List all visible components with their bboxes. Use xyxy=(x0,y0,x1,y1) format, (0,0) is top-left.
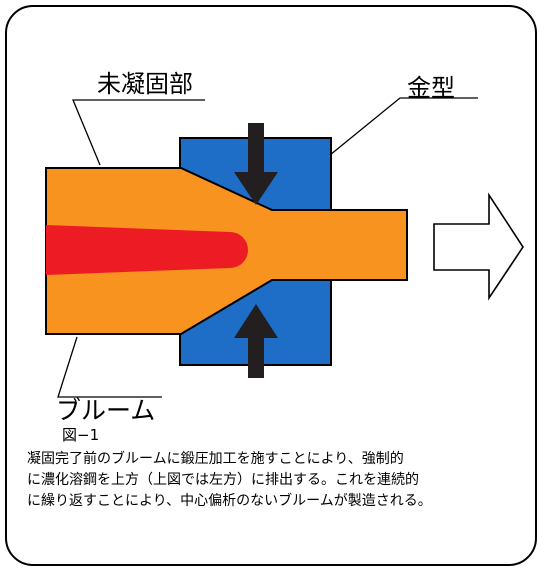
press-arrow-up xyxy=(234,304,278,378)
figure-frame xyxy=(5,5,537,566)
caption-line-3: に繰り返すことにより、中心偏析のないブルームが製造される。 xyxy=(27,493,432,509)
leader-unsolidified xyxy=(72,99,205,166)
label-bloom: ブルーム xyxy=(56,396,156,425)
press-arrow-down xyxy=(234,123,278,205)
unsolidified-core xyxy=(46,225,248,275)
leader-die xyxy=(329,97,478,156)
caption-line-2: に濃化溶鋼を上方（上図では左方）に排出する。これを連続的 xyxy=(27,472,419,488)
label-unsolidified-part: 未凝固部 xyxy=(97,70,193,98)
caption-line-1: 凝固完了前のブルームに鍛圧加工を施すことにより、強制的 xyxy=(27,451,404,467)
direction-arrow xyxy=(433,192,524,301)
label-die: 金型 xyxy=(407,74,455,102)
caption: 凝固完了前のブルームに鍛圧加工を施すことにより、強制的 に濃化溶鋼を上方（上図で… xyxy=(27,449,527,512)
leader-bloom xyxy=(57,336,162,398)
figure-label: 図−1 xyxy=(62,426,100,444)
